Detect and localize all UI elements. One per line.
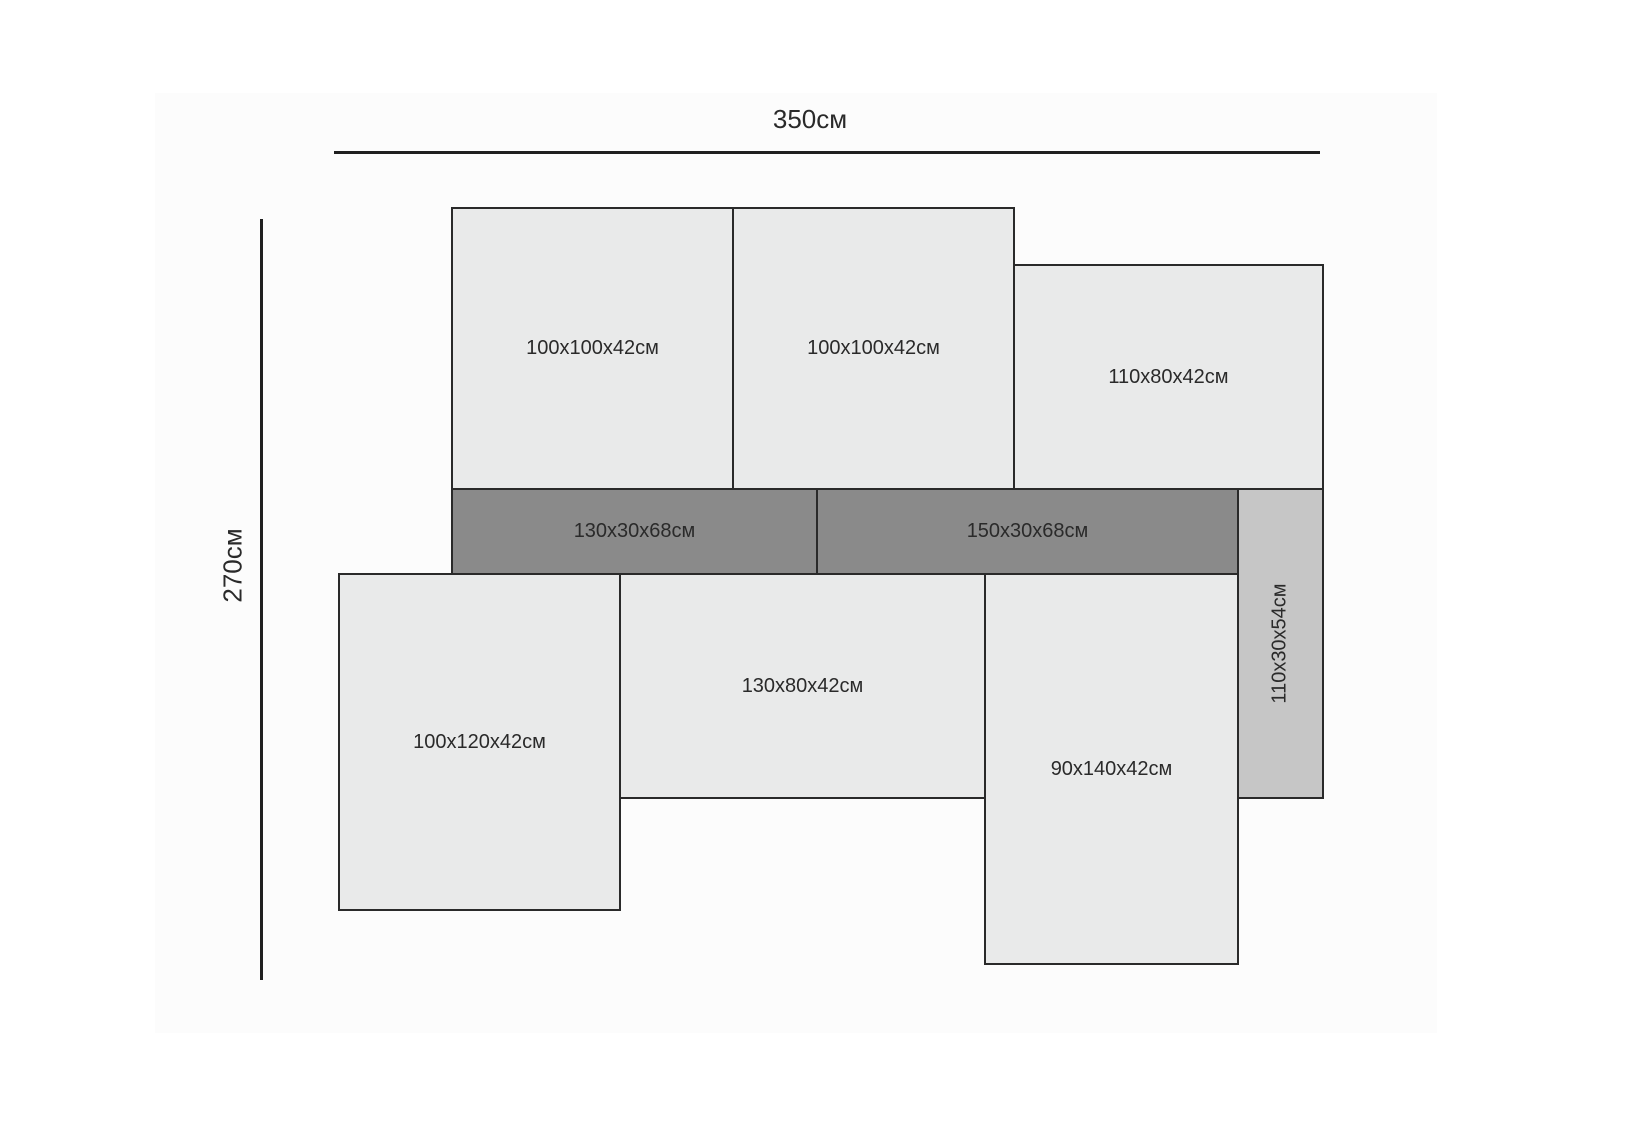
panel-100x100-right: 100x100x42см — [732, 207, 1015, 490]
panel-size-label: 130x30x68см — [573, 520, 696, 542]
panel-size-label: 100x100x42см — [807, 337, 940, 359]
height-dimension-label: 270см — [217, 528, 248, 603]
panel-150x30: 150x30x68см — [816, 488, 1239, 575]
panel-100x120: 100x120x42см — [338, 573, 621, 911]
width-dimension-label: 350см — [772, 104, 848, 134]
panel-110x30-vertical: 110x30x54см — [1237, 488, 1324, 799]
height-dimension-line — [260, 219, 263, 980]
panel-size-label: 90x140x42см — [1050, 757, 1173, 780]
panel-130x80: 130x80x42см — [619, 573, 986, 799]
panel-size-label: 110x80x42см — [1108, 365, 1229, 388]
panel-size-label: 150x30x68см — [966, 520, 1089, 542]
panel-size-label: 100x120x42см — [413, 730, 546, 753]
panel-size-label: 110x30x54см — [1269, 583, 1292, 704]
panel-size-label: 100x100x42см — [526, 337, 659, 359]
panel-90x140: 90x140x42см — [984, 573, 1239, 965]
panel-100x100-left: 100x100x42см — [451, 207, 734, 490]
panel-130x30: 130x30x68см — [451, 488, 818, 575]
panel-110x80: 110x80x42см — [1013, 264, 1324, 490]
width-dimension-line — [334, 151, 1320, 154]
panel-size-label: 130x80x42см — [741, 674, 864, 697]
